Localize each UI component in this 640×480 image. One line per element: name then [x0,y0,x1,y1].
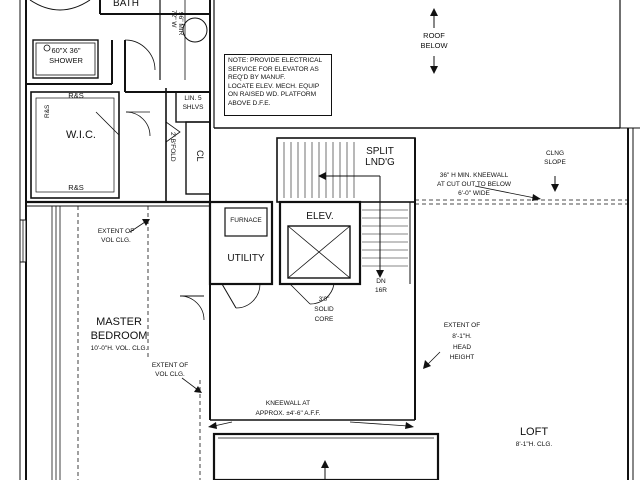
extent-head-label-line2: 8'-1"H. [452,333,472,340]
vanity-label-line2: 96" MIR [177,12,184,36]
ceiling-slope-arrow [551,176,559,192]
bath-label: BATH [113,0,139,9]
ceiling-slope-label-line1: CLNG [545,150,565,157]
loft-label-line1: LOFT [519,426,549,438]
bifold-text: 2' B'FOLD [169,132,176,162]
bifold-label: 2' B'FOLD [169,132,176,162]
vanity-mirror-label: 96" MIR [177,12,184,35]
extent-vol-label-line2: VOL CLG. [101,237,131,244]
master-bedroom-label-line3: 10'-0"H. VOL. CLG. [90,345,148,352]
extent-head-label-line1: EXTENT OF [443,322,481,329]
linen-closet-walls [125,88,211,202]
closet-label: CL [195,150,205,162]
extent-leaders [129,219,441,393]
lower-room-walls [210,419,440,480]
stair-down-label: DN [376,278,386,285]
roof-below-outline [213,0,640,129]
elevator-label: ELEV. [306,211,334,222]
extent-head-label-line3: HEAD [452,344,472,351]
roof-below-arrows [430,8,438,74]
shower-label-line2: SHOWER [49,56,83,65]
roof-below-label-line1: ROOF [423,31,445,40]
kneewall-leader [474,185,541,201]
solid-core-door-label-line2: SOLID [314,306,334,313]
stair-flight [276,137,416,420]
loft-label-line2: 8'-1"H. CLG. [515,441,553,448]
kneewall-top-label-line2: AT CUT OUT TO BELOW [436,181,512,188]
solid-core-door-label-line1: 3'0" [318,296,330,303]
extent-vol2-label-line2: VOL CLG. [155,371,185,378]
shower [32,39,99,79]
furnace-label: FURNACE [230,217,262,224]
kneewall-top-label-line1: 36" H MIN. KNEEWALL [439,172,509,179]
master-bedroom-walls [26,200,210,480]
rs-left-label: R&S [44,105,51,118]
split-landing-label-line1: SPLIT [366,146,394,157]
elevator-note: NOTE: PROVIDE ELECTRICAL SERVICE FOR ELE… [224,54,332,116]
kneewall-top-label-line3: 6'-0" WIDE [458,190,490,197]
extent-vol2-label-line1: EXTENT OF [151,362,189,369]
ceiling-slope-label-line2: SLOPE [544,159,566,166]
kneewall-bottom-label-line2: APPROX. ±4'-6" A.F.F. [255,410,321,417]
split-landing-label-line2: LND'G [365,157,395,168]
roof-below-label-line2: BELOW [420,41,448,50]
exterior-walls-right [627,128,634,480]
utility-walls [179,200,274,420]
linen-label-line1: LIN. 5 [184,95,202,102]
solid-core-door-label-line3: CORE [314,316,334,323]
linen-label-line2: SHLVS [182,104,204,111]
utility-label: UTILITY [227,253,265,264]
master-bedroom-label-line2: BEDROOM [90,330,148,342]
extent-head-label-line4: HEIGHT [449,354,475,361]
wic-walls [30,91,120,199]
rs-left-text: R&S [44,104,51,118]
kneewall-bottom-label-line1: KNEEWALL AT [265,400,311,407]
rs-top-label: R&S [68,91,84,100]
shower-label-line1: 60"X 36" [51,46,81,55]
master-bedroom-label-line1: MASTER [96,316,142,328]
kneewall-lines [77,199,628,480]
wic-label: W.I.C. [66,129,96,141]
extent-vol-label-line1: EXTENT OF [97,228,135,235]
closet-text: CL [195,150,205,162]
rs-bottom-label: R&S [68,183,84,192]
kneewall-bottom-arrows [208,421,414,429]
exterior-walls-left [19,0,27,480]
stair-risers-label: 16R [375,287,387,294]
